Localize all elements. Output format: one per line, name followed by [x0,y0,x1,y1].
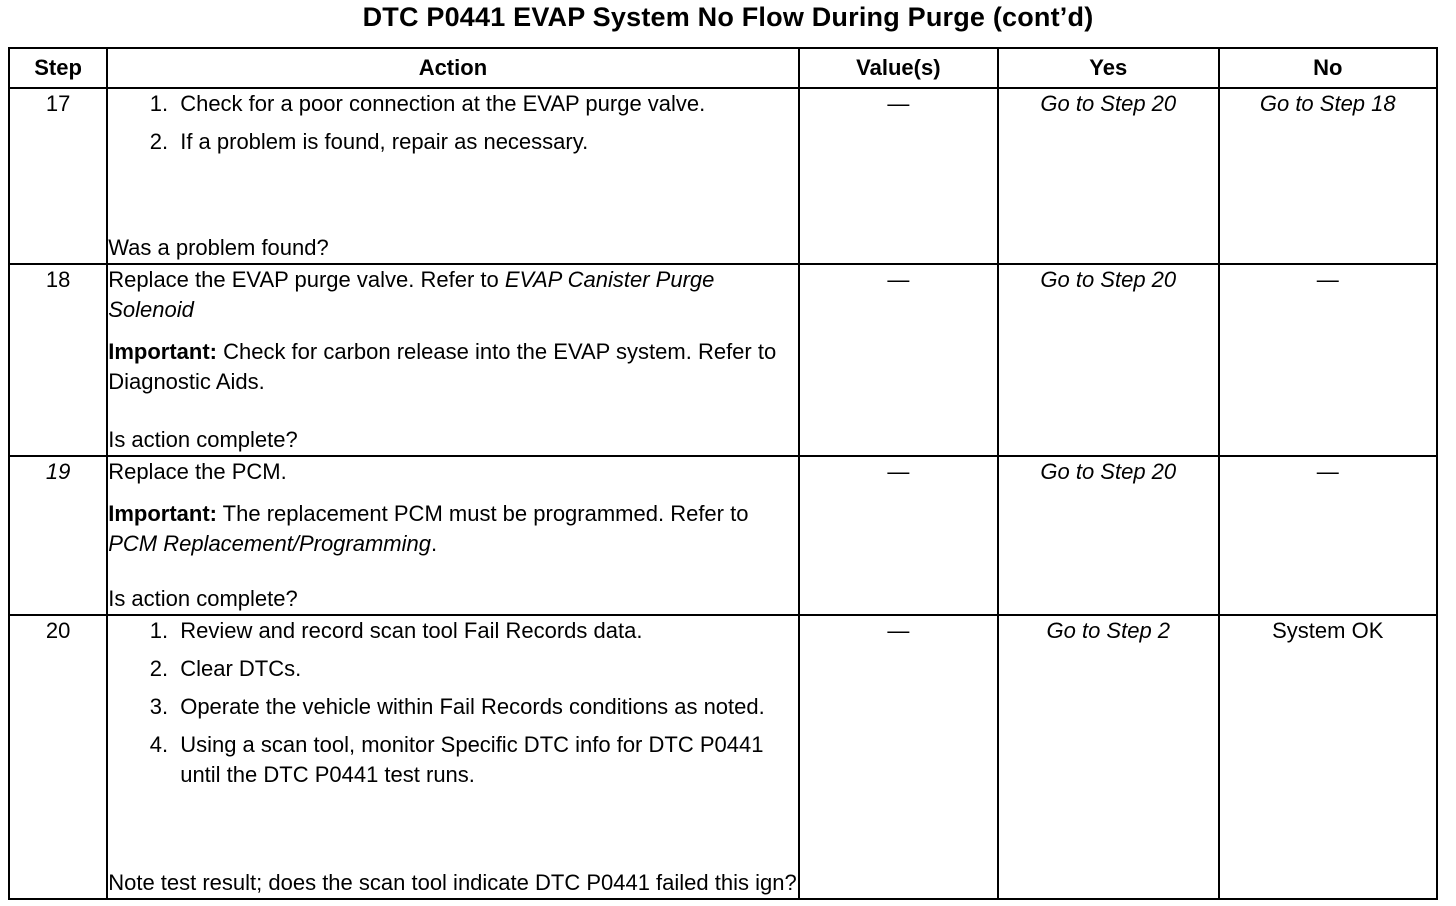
no-cell: — [1217,263,1438,457]
action-question: Note test result; does the scan tool ind… [108,870,797,895]
list-item: Review and record scan tool Fail Records… [174,616,797,646]
action-question: Is action complete? [108,586,298,611]
yes-cell: Go to Step 20 [997,263,1220,457]
page-title: DTC P0441 EVAP System No Flow During Pur… [362,2,1094,32]
list-item: Clear DTCs. [174,654,797,684]
important-text: The replacement PCM must be programmed. … [216,501,749,526]
action-text: Replace the EVAP purge valve. Refer to [108,267,505,292]
table-row: 19 Replace the PCM. Important: The repla… [7,455,1438,616]
table-header-row: Step Action Value(s) Yes No [7,47,1438,89]
reference-link: EVAP Canister Purge Solenoid [108,267,715,322]
important-label: Important: [108,501,217,526]
action-question: Is action complete? [108,427,298,452]
important-note: Important: The replacement PCM must be p… [108,499,797,559]
header-yes: Yes [997,47,1220,89]
yes-cell: Go to Step 20 [997,455,1220,616]
list-item: Using a scan tool, monitor Specific DTC … [174,730,797,790]
header-step: Step [7,47,109,89]
important-end: . [430,531,438,556]
important-text: Check for carbon release into the EVAP s… [108,339,777,394]
list-item: Check for a poor connection at the EVAP … [174,89,797,119]
action-cell: Replace the EVAP purge valve. Refer to E… [106,263,800,457]
value-cell: — [797,455,1000,616]
step-number: 19 [7,455,109,616]
header-values: Value(s) [797,47,1000,89]
no-cell: System OK [1217,614,1438,900]
step-number: 20 [7,614,109,900]
important-label: Important: [108,339,217,364]
list-item: Operate the vehicle within Fail Records … [174,692,797,722]
action-paragraph: Replace the EVAP purge valve. Refer to E… [108,265,797,325]
action-cell: Check for a poor connection at the EVAP … [106,87,800,265]
yes-cell: Go to Step 20 [997,87,1220,265]
action-list: Review and record scan tool Fail Records… [108,616,797,798]
action-paragraph: Replace the PCM. [108,459,287,484]
value-cell: — [797,263,1000,457]
yes-cell: Go to Step 2 [997,614,1220,900]
diagnostic-table: Step Action Value(s) Yes No 17 Check for… [7,47,1438,900]
step-number: 17 [7,87,109,265]
action-question: Was a problem found? [108,235,329,260]
action-cell: Replace the PCM. Important: The replacem… [106,455,800,616]
no-cell: — [1217,455,1438,616]
value-cell: — [797,87,1000,265]
list-item: If a problem is found, repair as necessa… [174,127,797,157]
reference-link: PCM Replacement/Programming [108,531,431,556]
value-cell: — [797,614,1000,900]
action-cell: Review and record scan tool Fail Records… [106,614,800,900]
step-number: 18 [7,263,109,457]
table-row: 17 Check for a poor connection at the EV… [7,87,1438,265]
table-row: 20 Review and record scan tool Fail Reco… [7,614,1438,900]
important-note: Important: Check for carbon release into… [108,337,797,397]
header-action: Action [106,47,800,89]
no-cell: Go to Step 18 [1217,87,1438,265]
action-list: Check for a poor connection at the EVAP … [108,89,797,165]
table-row: 18 Replace the EVAP purge valve. Refer t… [7,263,1438,457]
header-no: No [1217,47,1438,89]
